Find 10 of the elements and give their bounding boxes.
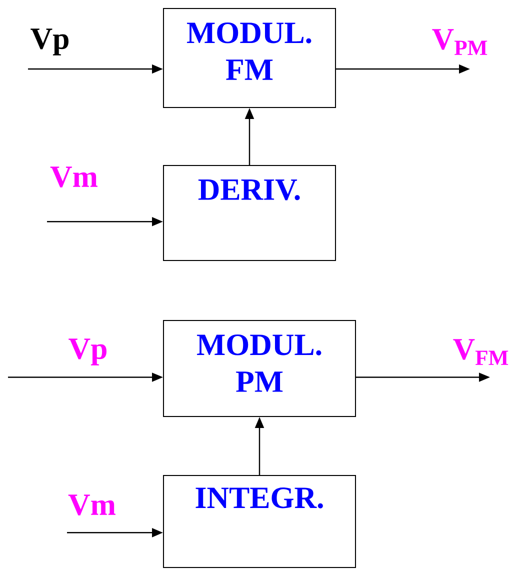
signal-label: Vm xyxy=(68,494,116,516)
signal-label: Vm xyxy=(50,166,98,188)
block-box: MODUL. PM xyxy=(163,320,356,417)
signal-label: V$_{PM}$ xyxy=(432,29,488,55)
signal-label: Vp xyxy=(68,338,106,366)
signal-label: V$_{FM}$ xyxy=(453,339,508,365)
block-box: INTEGR. xyxy=(163,475,356,568)
block-box: MODUL. FM xyxy=(163,8,336,108)
block-box: DERIV. xyxy=(163,165,336,261)
signal-label: Vp xyxy=(30,28,68,56)
